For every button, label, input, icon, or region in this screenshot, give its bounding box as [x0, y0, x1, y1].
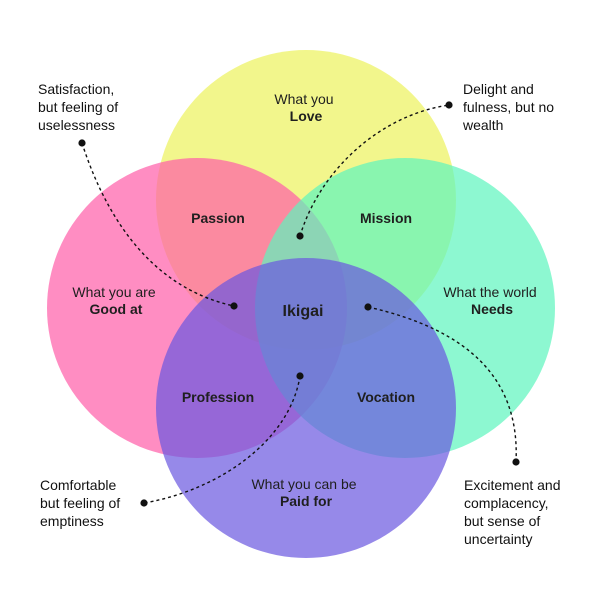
venn-circles: [47, 50, 555, 558]
love-label: What you Love: [274, 91, 337, 124]
needs-label: What the world Needs: [443, 284, 540, 317]
dot-top-left-start: [78, 139, 86, 147]
region-mission: Mission: [360, 210, 412, 226]
dot-top-right-start: [296, 232, 304, 240]
annotation-bottom-right: Excitement and complacency, but sense of…: [464, 477, 564, 547]
region-ikigai: Ikigai: [283, 303, 324, 320]
region-vocation: Vocation: [357, 389, 415, 405]
connector-bottom-left: [143, 375, 301, 504]
dot-top-right-end: [445, 101, 453, 109]
dot-top-left-end: [230, 302, 238, 310]
dot-bottom-left-start: [296, 372, 304, 380]
dot-bottom-right-start: [364, 303, 372, 311]
connector-top-left: [81, 142, 235, 307]
annotation-bottom-left: Comfortable but feeling of emptiness: [40, 477, 124, 529]
dot-bottom-left-end: [140, 499, 148, 507]
connector-top-right: [299, 104, 450, 237]
connector-bottom-right: [367, 306, 517, 463]
region-passion: Passion: [191, 210, 245, 226]
circle-paid-for: [156, 258, 456, 558]
dot-bottom-right-end: [512, 458, 520, 466]
good-at-label: What you are Good at: [72, 284, 159, 317]
annotation-top-left: Satisfaction, but feeling of uselessness: [38, 81, 122, 133]
annotation-connectors: [78, 101, 520, 507]
annotation-top-right: Delight and fulness, but no wealth: [462, 81, 558, 133]
region-profession: Profession: [182, 389, 254, 405]
paid-for-label: What you can be Paid for: [251, 476, 360, 509]
